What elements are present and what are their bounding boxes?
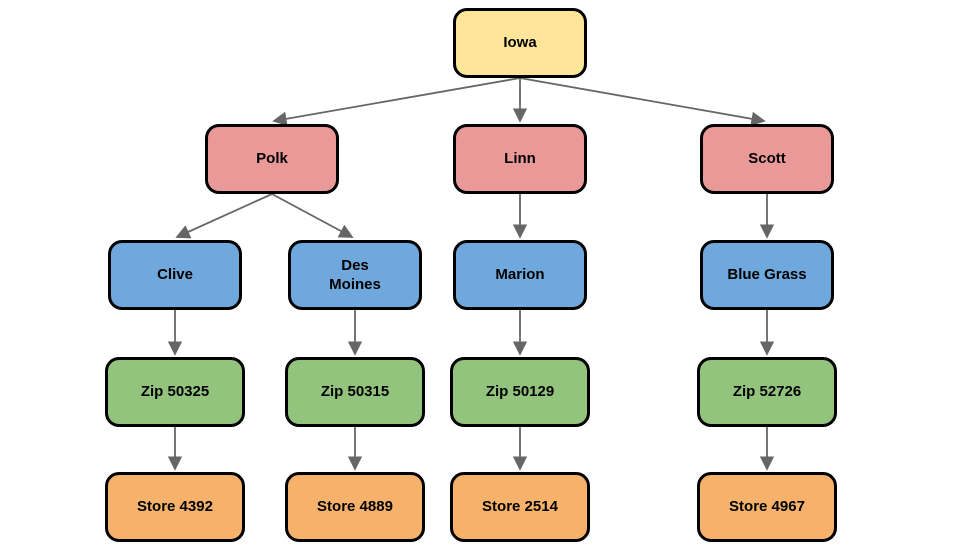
node-zip-52726: Zip 52726: [697, 357, 837, 427]
node-label: Clive: [157, 266, 193, 284]
node-label: Iowa: [503, 34, 537, 52]
node-county-scott: Scott: [700, 124, 834, 194]
node-zip-50325: Zip 50325: [105, 357, 245, 427]
node-store-4392: Store 4392: [105, 472, 245, 542]
node-label: Des Moines: [329, 256, 381, 294]
node-county-linn: Linn: [453, 124, 587, 194]
node-state-iowa: Iowa: [453, 8, 587, 78]
node-label: Zip 50315: [320, 383, 390, 401]
node-label: Store 2514: [482, 498, 558, 516]
node-label: Store 4392: [137, 498, 213, 516]
node-store-4889: Store 4889: [285, 472, 425, 542]
node-label: Zip 50129: [485, 383, 555, 401]
node-label: Zip 52726: [732, 383, 802, 401]
node-label: Scott: [748, 150, 786, 168]
node-city-blue-grass: Blue Grass: [700, 240, 834, 310]
node-store-2514: Store 2514: [450, 472, 590, 542]
node-zip-50129: Zip 50129: [450, 357, 590, 427]
arrow-polk-des-moines: [271, 193, 354, 238]
node-label: Zip 50325: [140, 383, 210, 401]
node-city-marion: Marion: [453, 240, 587, 310]
node-label: Polk: [256, 150, 288, 168]
arrow-iowa-polk: [272, 77, 521, 126]
arrow-iowa-scott: [519, 77, 766, 126]
node-label: Store 4967: [729, 498, 805, 516]
node-county-polk: Polk: [205, 124, 339, 194]
node-label: Store 4889: [317, 498, 393, 516]
node-city-clive: Clive: [108, 240, 242, 310]
arrow-polk-clive: [175, 193, 273, 239]
node-city-des-moines: Des Moines: [288, 240, 422, 310]
node-zip-50315: Zip 50315: [285, 357, 425, 427]
node-store-4967: Store 4967: [697, 472, 837, 542]
node-label: Blue Grass: [727, 266, 807, 284]
node-label: Linn: [504, 150, 536, 168]
node-label: Marion: [495, 266, 545, 284]
